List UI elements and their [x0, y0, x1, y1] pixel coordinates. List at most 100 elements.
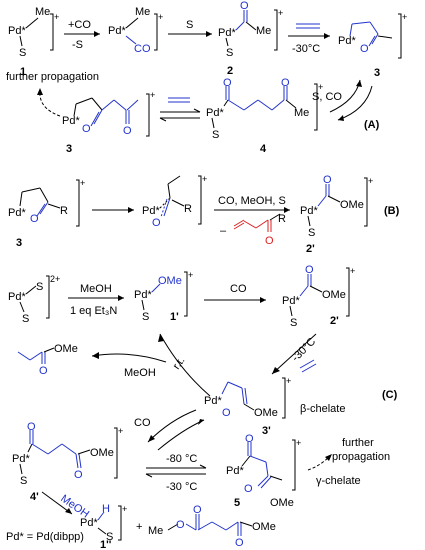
- further-label: further: [342, 437, 374, 449]
- pd-label: Pd*: [134, 289, 152, 301]
- ome-label: OMe: [90, 447, 114, 459]
- compound-4-structure: O Pd* O Me S +: [206, 77, 323, 141]
- pd-co-complex: Pd* Me CO +: [108, 6, 163, 55]
- charge-label: +: [80, 178, 85, 188]
- minus-sign: –: [220, 225, 227, 237]
- oxygen-label: O: [74, 469, 83, 481]
- compound-2-structure: Pd* O Me S +: [218, 0, 283, 59]
- pd-label: Pd*: [8, 207, 26, 219]
- condition-co: CO: [230, 283, 247, 295]
- panel-label-a: (A): [364, 119, 380, 131]
- pd-label: Pd*: [338, 35, 356, 47]
- compound-3-panel-b: Pd* O R +: [8, 178, 85, 227]
- condition-meoh-c: MeOH: [124, 367, 156, 379]
- further-propagation-label: further propagation: [6, 71, 99, 83]
- beta-scission-transition-state: Pd* O R +: [142, 174, 207, 229]
- methyl-label: Me: [294, 107, 309, 119]
- compound-1-structure: Pd* Me S +: [8, 6, 59, 59]
- ethylene-icon: [296, 23, 320, 29]
- oxygen-label: O: [281, 77, 290, 89]
- pd-label: Pd*: [282, 295, 300, 307]
- pd-label: Pd*: [226, 465, 244, 477]
- compound-5-structure: O Pd* O OMe +: [226, 433, 301, 509]
- charge-label: +: [350, 266, 355, 276]
- oxygen-label: O: [245, 433, 254, 445]
- pd-label: Pd*: [8, 25, 26, 37]
- oxygen-label: O: [27, 421, 36, 433]
- r-group-label: R: [184, 203, 192, 215]
- ethylene-icon: [168, 97, 190, 103]
- ome-label: OMe: [270, 497, 294, 509]
- compound-4p-number: 4': [30, 491, 39, 503]
- oxygen-label: O: [265, 235, 274, 247]
- ethylene-icon: [299, 359, 317, 373]
- methyl-label: Me: [148, 525, 163, 537]
- methyl-propanoate-product: O OMe: [17, 343, 78, 377]
- charge-label: +: [402, 12, 407, 22]
- solvent-label: S: [19, 47, 26, 59]
- hydride-label: H: [102, 503, 110, 515]
- dimethyl-succinate-product: Me O O O OMe: [148, 504, 276, 549]
- footnote-text: Pd* = Pd(dibpp): [6, 531, 84, 543]
- charge-label: +: [286, 376, 291, 386]
- methyl-label: Me: [135, 6, 150, 18]
- condition-minus30-c: -30 °C: [166, 481, 197, 493]
- compound-1p-structure: Pd* OMe S +: [134, 270, 193, 323]
- compound-3-extended-structure: Pd* O O +: [62, 90, 155, 137]
- compound-2-number: 2: [227, 65, 233, 77]
- charge-label: +: [318, 82, 323, 92]
- compound-1pp-number: 1'': [100, 539, 112, 550]
- oxygen-label: O: [176, 519, 185, 531]
- condition-co-c: CO: [134, 417, 151, 429]
- solvent-label: S: [142, 311, 149, 323]
- compound-2p-structure: Pd* O OMe S +: [300, 174, 373, 239]
- solvent-label: S: [226, 47, 233, 59]
- solvent-label: S: [212, 129, 219, 141]
- ome-label: OMe: [322, 289, 346, 301]
- condition-meoh: MeOH: [80, 283, 112, 295]
- oxygen-label: O: [223, 77, 232, 89]
- charge-label: +: [158, 12, 163, 22]
- panel-label-b: (B): [384, 205, 400, 217]
- compound-3-number: 3: [374, 67, 380, 79]
- compound-2p-number: 2': [306, 243, 315, 255]
- oxygen-label: O: [123, 125, 132, 137]
- pd-label: Pd*: [62, 115, 80, 127]
- solvent-label: S: [22, 313, 29, 325]
- condition-minus-s: -S: [72, 39, 83, 51]
- beta-chelate-label: β-chelate: [300, 403, 345, 415]
- condition-plus-co: +CO: [68, 19, 91, 31]
- charge-label: +: [188, 270, 193, 280]
- solvent-label: S: [20, 475, 27, 487]
- charge-label: +: [118, 426, 123, 436]
- pd-solvate-dication: Pd* S S 2+: [8, 274, 60, 325]
- compound-3-number-b: 3: [66, 143, 72, 155]
- compound-5-number: 5: [234, 497, 240, 509]
- compound-1pp-structure: Pd* H S +: [80, 503, 127, 543]
- compound-1p-number: 1': [170, 311, 179, 323]
- solvent-label: S: [106, 531, 113, 543]
- compound-2p-number-c: 2': [330, 315, 339, 327]
- enone-byproduct: O R: [233, 213, 286, 247]
- panel-label-c: (C): [382, 389, 398, 401]
- pd-label: Pd*: [12, 453, 30, 465]
- oxygen-label: O: [39, 365, 48, 377]
- ome-label: OMe: [54, 343, 78, 355]
- compound-4-number: 4: [260, 143, 267, 155]
- compound-3-number-c: 3: [16, 237, 22, 249]
- dication-charge: 2+: [50, 274, 60, 284]
- pd-label: Pd*: [204, 395, 222, 407]
- pd-label: Pd*: [8, 291, 26, 303]
- charge-label: +: [122, 504, 127, 514]
- methyl-label: Me: [35, 6, 50, 18]
- methoxy-label: OMe: [158, 275, 182, 287]
- solvent-label: S: [308, 227, 315, 239]
- solvent-label: S: [290, 317, 297, 329]
- pd-label: Pd*: [108, 25, 126, 37]
- compound-3p-number: 3': [262, 425, 271, 437]
- oxygen-label: O: [240, 0, 249, 12]
- compound-2p-structure-c: Pd* O OMe S +: [282, 264, 355, 329]
- oxygen-label: O: [244, 483, 253, 495]
- charge-label: +: [278, 8, 283, 18]
